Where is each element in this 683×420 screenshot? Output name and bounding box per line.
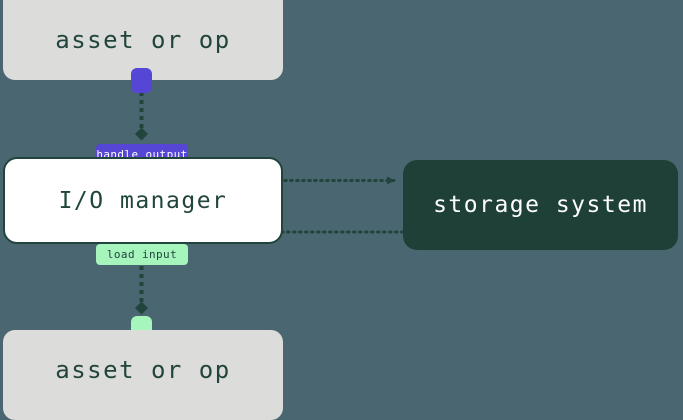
- node-label: asset or op: [55, 26, 231, 54]
- edge-label-text: load input: [106, 248, 178, 261]
- output-port-handle[interactable]: [131, 68, 152, 93]
- node-label: I/O manager: [58, 187, 228, 214]
- node-io-manager[interactable]: I/O manager: [3, 157, 283, 244]
- node-label: asset or op: [55, 356, 231, 384]
- edge-label-load-input[interactable]: load input: [96, 244, 188, 265]
- node-asset-or-op-bottom[interactable]: asset or op: [3, 330, 283, 420]
- node-asset-or-op-top[interactable]: asset or op: [3, 0, 283, 80]
- node-label: storage system: [433, 192, 648, 218]
- diagram-canvas: asset or op handle output I/O manager st…: [3, 0, 678, 420]
- node-storage-system[interactable]: storage system: [403, 160, 678, 250]
